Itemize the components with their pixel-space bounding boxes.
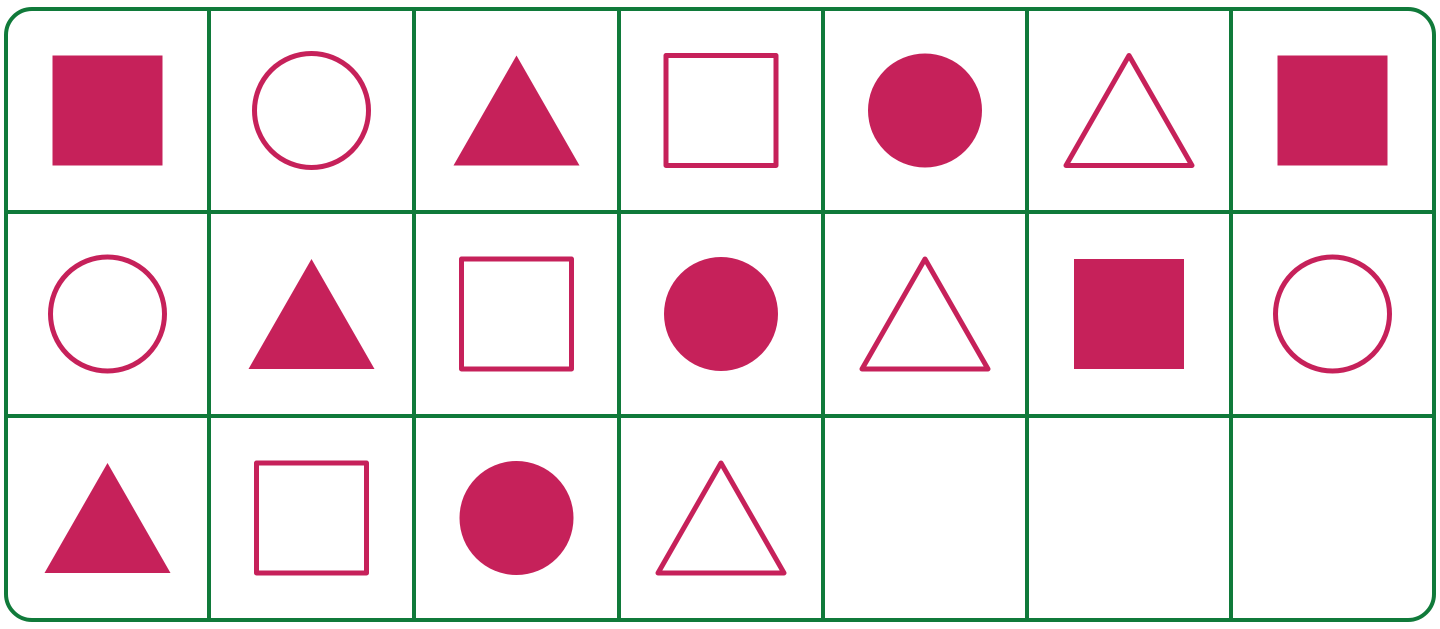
filled-triangle-icon — [44, 463, 171, 573]
grid-cell-r3-c7-empty[interactable] — [1231, 416, 1434, 620]
grid-cell-r1-c6 — [1027, 9, 1231, 212]
filled-square-icon — [52, 55, 163, 166]
filled-circle-icon — [459, 461, 574, 575]
filled-square-icon — [1277, 55, 1388, 166]
outline-square-icon — [663, 53, 779, 168]
outline-square-icon — [459, 256, 574, 372]
filled-square-icon — [1074, 259, 1184, 369]
grid-shapes — [44, 51, 1392, 576]
filled-circle-icon — [868, 53, 982, 168]
outline-triangle-icon — [859, 256, 991, 372]
outline-square-icon — [254, 460, 369, 576]
grid-cell-r2-c3 — [414, 212, 619, 416]
grid-border — [4, 7, 1436, 622]
grid-cell-r3-c6-empty[interactable] — [1027, 416, 1231, 620]
outline-triangle-icon — [655, 460, 787, 576]
outline-triangle-icon — [1063, 53, 1195, 168]
grid-cell-r1-c4 — [619, 9, 823, 212]
grid-cell-r2-c7 — [1231, 212, 1434, 416]
outline-circle-icon — [48, 254, 167, 374]
outline-circle-icon — [1273, 254, 1392, 374]
filled-triangle-icon — [453, 55, 580, 166]
grid-cell-r3-c2 — [209, 416, 414, 620]
grid-cell-r2-c1 — [6, 212, 209, 416]
outline-circle-icon — [252, 51, 371, 170]
grid-cell-r3-c4 — [619, 416, 823, 620]
grid-cell-r1-c2 — [209, 9, 414, 212]
grid-lines — [4, 7, 1436, 622]
grid-cell-r3-c5-empty[interactable] — [823, 416, 1027, 620]
filled-triangle-icon — [248, 259, 375, 369]
filled-circle-icon — [664, 257, 778, 371]
grid-cell-r2-c5 — [823, 212, 1027, 416]
